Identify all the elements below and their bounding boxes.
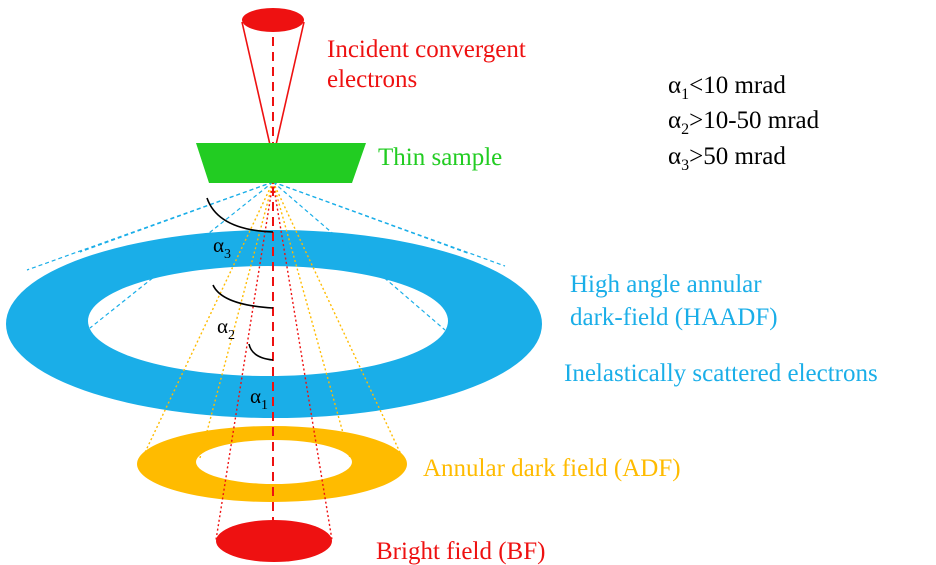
angle-key-alpha2: α2>10-50 mrad: [668, 107, 820, 138]
angle-key: α1<10 mrad α2>10-50 mrad α3>50 mrad: [668, 72, 820, 174]
haadf-scatter-lines: [26, 181, 506, 331]
alpha3-arc: [206, 197, 274, 233]
alpha2-mark: α2: [217, 314, 235, 343]
inelastic-label: Inelastically scattered electrons: [564, 360, 878, 387]
alpha3-mark: α3: [213, 233, 231, 262]
bf-label: Bright field (BF): [376, 538, 545, 565]
adf-detector-ring: [137, 426, 407, 502]
thin-sample-label: Thin sample: [378, 144, 502, 171]
adf-label: Annular dark field (ADF): [423, 455, 681, 482]
adf-scatter-lines: [139, 181, 406, 464]
angle-key-alpha1: α1<10 mrad: [668, 72, 786, 103]
incident-electron-cone: [241, 8, 305, 159]
electron-source: [242, 8, 304, 32]
bf-scatter-lines: [215, 181, 333, 541]
angle-key-alpha3: α3>50 mrad: [668, 143, 786, 174]
incident-label-line1: Incident convergent: [327, 36, 526, 63]
alpha2-arc: [212, 284, 274, 309]
alpha1-arc: [248, 343, 274, 361]
haadf-label-line2: dark-field (HAADF): [570, 304, 778, 331]
incident-label-line2: electrons: [327, 66, 417, 93]
alpha1-mark: α1: [250, 384, 268, 413]
thin-sample: [196, 143, 366, 183]
haadf-detector-ring: [5, 229, 542, 419]
haadf-label-line1: High angle annular: [570, 271, 762, 298]
angle-arcs: [206, 197, 274, 361]
bright-field-detector: [216, 520, 332, 562]
